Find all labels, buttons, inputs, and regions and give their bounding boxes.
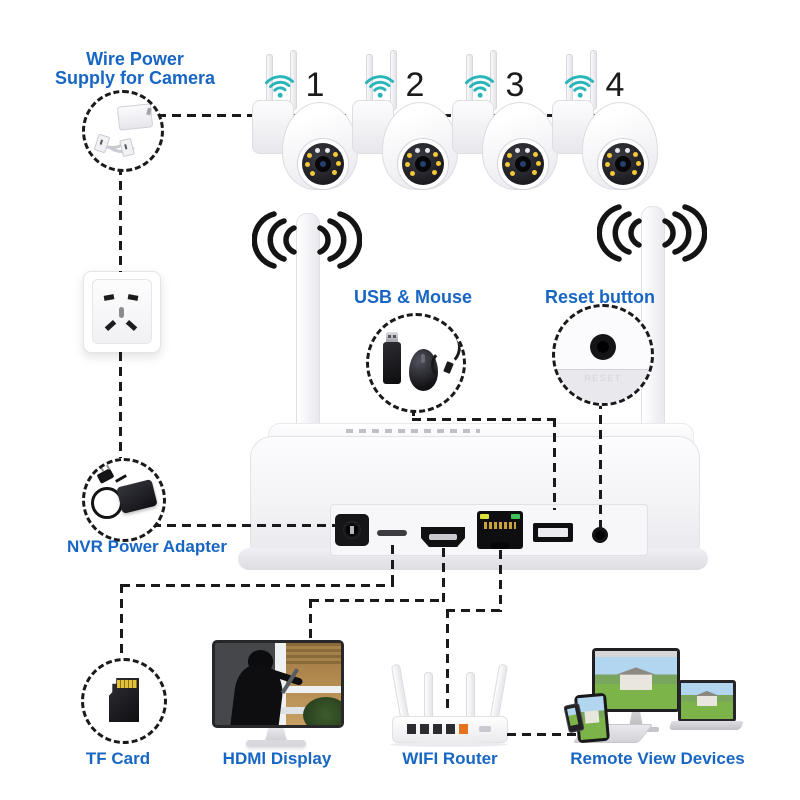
wall-outlet-icon	[83, 271, 161, 353]
nvr-power-adapter-label: NVR Power Adapter	[67, 537, 227, 556]
hdmi-display-label: HDMl Display	[222, 749, 332, 768]
lan-led-yellow	[480, 514, 489, 519]
camera-body	[382, 102, 458, 190]
reset-button-callout: RESET	[552, 304, 654, 406]
camera-number: 4	[605, 66, 625, 104]
tf-card-label: TF Card	[85, 749, 151, 768]
line-usbmouse-down	[412, 407, 415, 420]
line-outlet-to-adapter	[119, 352, 122, 458]
tf-card-callout	[81, 658, 167, 744]
line-lan-across	[446, 609, 502, 612]
remote-devices-icon	[563, 648, 744, 748]
line-hdmi-across	[310, 599, 445, 602]
line-router-to-devices	[507, 733, 579, 736]
wire-power-line2: Supply for Camera	[54, 68, 216, 89]
remote-view-devices-label: Remote View Devices	[570, 749, 745, 768]
nvr-vents	[346, 429, 480, 433]
camera-face	[297, 138, 349, 190]
camera-body	[282, 102, 358, 190]
reset-embossed-text: RESET	[584, 373, 622, 383]
line-lan-down	[499, 550, 502, 612]
nvr-power-adapter-icon	[85, 461, 163, 539]
devices-laptop	[678, 680, 736, 722]
wire-power-supply-label: Wire Power Supply for Camera	[40, 49, 230, 89]
line-lan-to-router	[446, 609, 449, 713]
line-usbmouse-to-usbport	[553, 418, 556, 510]
camera-lens-icon	[315, 156, 331, 172]
line-sdslot-to-tfcard	[120, 584, 123, 658]
monitor-stand	[265, 728, 287, 741]
reset-hole-icon	[592, 527, 608, 543]
usb-stick-icon	[386, 332, 398, 343]
line-usbmouse-across	[412, 418, 556, 421]
camera-wifi-icon	[364, 75, 395, 98]
camera-4: 4	[550, 50, 658, 190]
line-sdslot-down	[391, 545, 394, 587]
reset-button-label: Reset button	[545, 287, 655, 307]
monitor-base	[246, 740, 306, 747]
usb-port	[533, 523, 573, 542]
antenna-signal-icon	[597, 204, 707, 262]
line-sdslot-across	[121, 584, 394, 587]
wire-power-line1: Wire Power	[86, 49, 184, 69]
line-hdmi-to-monitor	[309, 599, 312, 642]
hdmi-monitor-icon	[212, 640, 344, 750]
router-body	[392, 716, 508, 743]
camera-face	[497, 138, 549, 190]
camera-face	[597, 138, 649, 190]
camera-wifi-icon	[564, 75, 595, 98]
line-powersupply-to-outlet	[119, 166, 122, 272]
camera-face	[397, 138, 449, 190]
camera-wifi-icon	[464, 75, 495, 98]
mouse-cable	[427, 328, 461, 366]
devices-monitor	[592, 648, 680, 712]
camera-number: 3	[505, 66, 525, 104]
wire-power-adapter-icon	[85, 93, 161, 169]
sd-card-slot	[377, 530, 407, 536]
hdmi-port	[421, 527, 465, 547]
camera-lens-icon	[415, 156, 431, 172]
router-icon	[390, 660, 510, 748]
camera-wifi-icon	[264, 75, 295, 98]
camera-number: 1	[305, 66, 325, 104]
camera-1: 1	[250, 50, 358, 190]
camera-lens-icon	[615, 156, 631, 172]
line-hdmi-down	[442, 548, 445, 602]
router-wan-port	[459, 724, 468, 734]
usb-mouse-label: USB & Mouse	[353, 287, 472, 307]
line-reset-to-hole	[599, 400, 602, 530]
lan-led-green	[511, 514, 520, 519]
wire-power-adapter-callout	[82, 90, 164, 172]
nvr-power-adapter-callout	[82, 458, 166, 542]
antenna-signal-icon	[252, 211, 362, 269]
usb-mouse-callout	[366, 313, 466, 413]
devices-laptop-deck	[668, 721, 744, 730]
camera-body	[582, 102, 658, 190]
camera-3: 3	[450, 50, 558, 190]
ethernet-port	[477, 511, 523, 549]
line-adapter-to-dcjack	[152, 524, 337, 527]
dc-power-jack	[335, 514, 369, 546]
camera-lens-icon	[515, 156, 531, 172]
tf-card-pins	[117, 680, 137, 688]
camera-body	[482, 102, 558, 190]
camera-2: 2	[350, 50, 458, 190]
camera-number: 2	[405, 66, 425, 104]
wifi-router-label: WIFI Router	[402, 749, 498, 768]
reset-hole-icon	[590, 334, 616, 360]
